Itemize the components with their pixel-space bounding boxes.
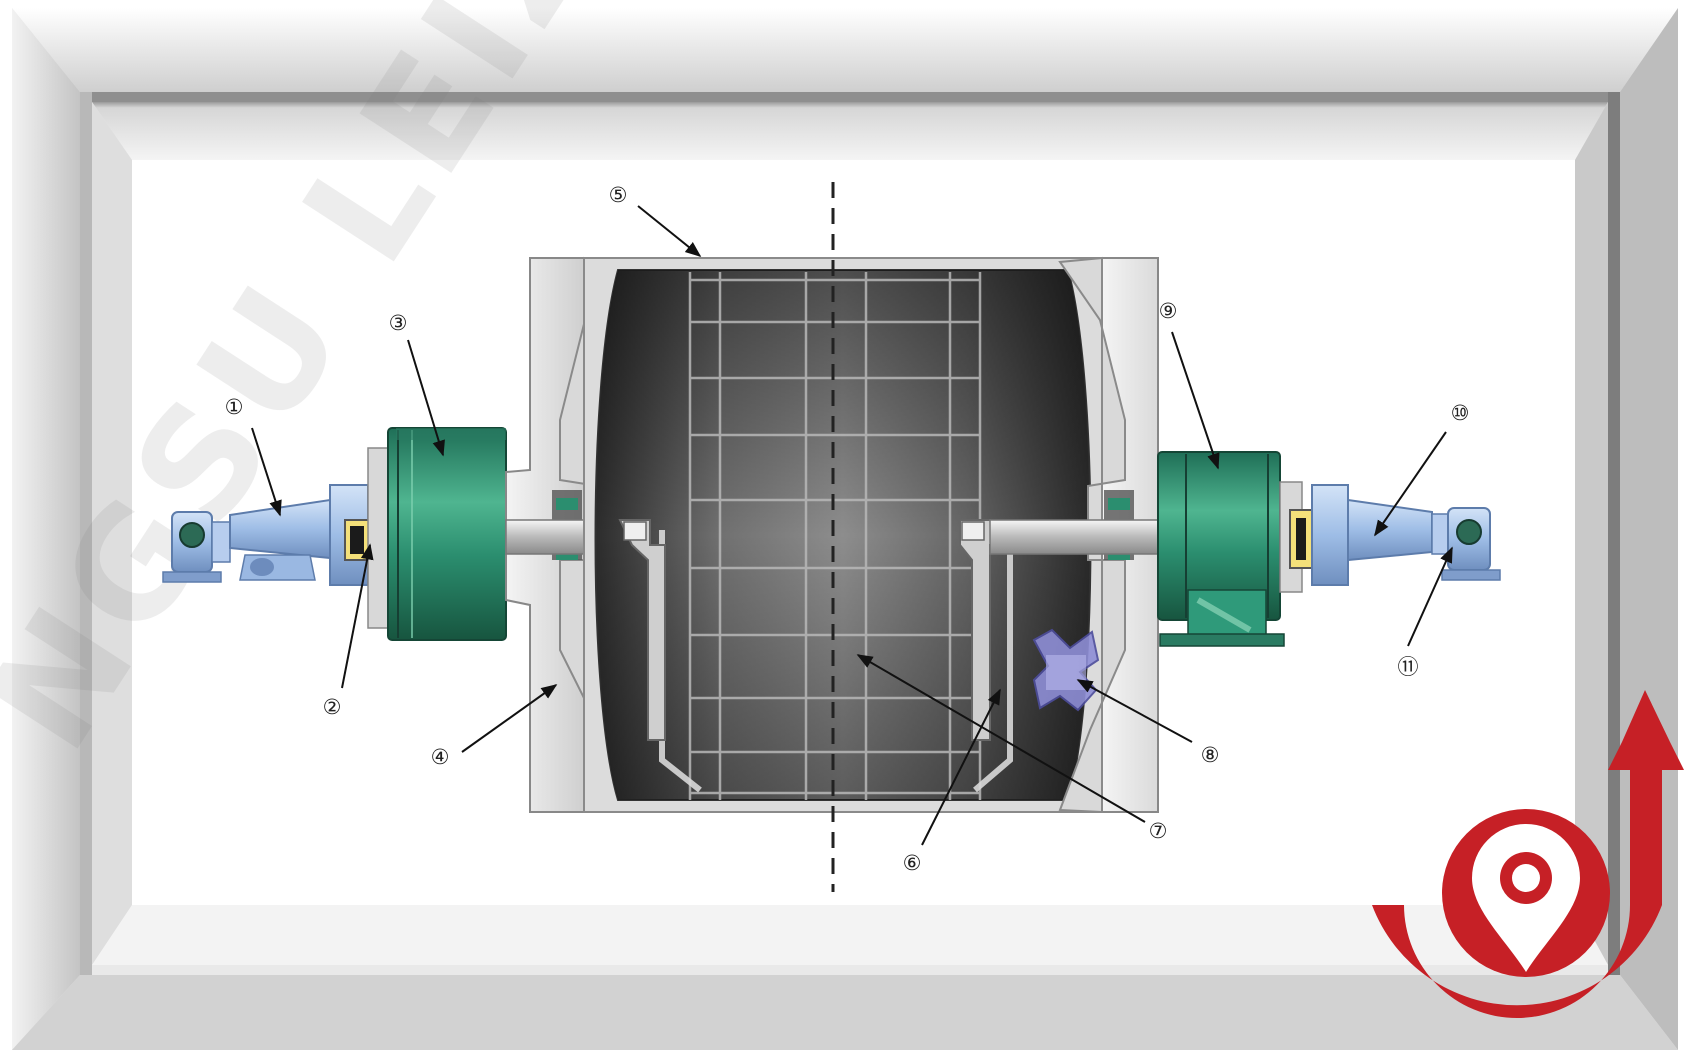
rotor-cage <box>688 272 982 800</box>
callout-9: ⑨ <box>1159 299 1178 323</box>
callout-7: ⑦ <box>1149 819 1168 843</box>
leader-6 <box>921 688 1001 846</box>
right-coupling <box>1289 484 1501 586</box>
callout-5: ⑤ <box>609 183 628 207</box>
leader-10 <box>1374 431 1447 537</box>
leader-3 <box>407 339 445 457</box>
callout-10: ⑩ <box>1451 401 1470 425</box>
callout-8: ⑧ <box>1201 743 1220 767</box>
leader-lines <box>251 205 1453 846</box>
callout-11: ⑪ <box>1398 655 1419 679</box>
internal-brackets <box>618 519 1000 741</box>
right-bearing-housing <box>1157 451 1303 647</box>
motor-drum-assembly <box>162 182 1501 892</box>
brand-logo <box>1372 690 1684 1018</box>
callout-4: ④ <box>431 745 450 769</box>
callout-1: ① <box>225 395 244 419</box>
leader-9 <box>1171 331 1220 470</box>
callout-6: ⑥ <box>903 851 922 875</box>
leader-8 <box>1076 679 1193 743</box>
leader-11 <box>1407 546 1453 647</box>
leader-5 <box>637 205 702 258</box>
callout-labels: ① ② ③ ④ ⑤ ⑥ ⑦ ⑧ ⑨ ⑩ ⑪ <box>225 183 1470 875</box>
callout-3: ③ <box>389 311 408 335</box>
leader-4 <box>461 684 558 753</box>
callout-2: ② <box>323 695 342 719</box>
left-coupling <box>162 484 370 586</box>
leader-1 <box>251 427 282 517</box>
left-bearing-housing <box>367 427 507 641</box>
leader-7 <box>856 654 1146 823</box>
leader-2 <box>341 543 374 689</box>
location-pin-icon <box>1472 824 1580 972</box>
